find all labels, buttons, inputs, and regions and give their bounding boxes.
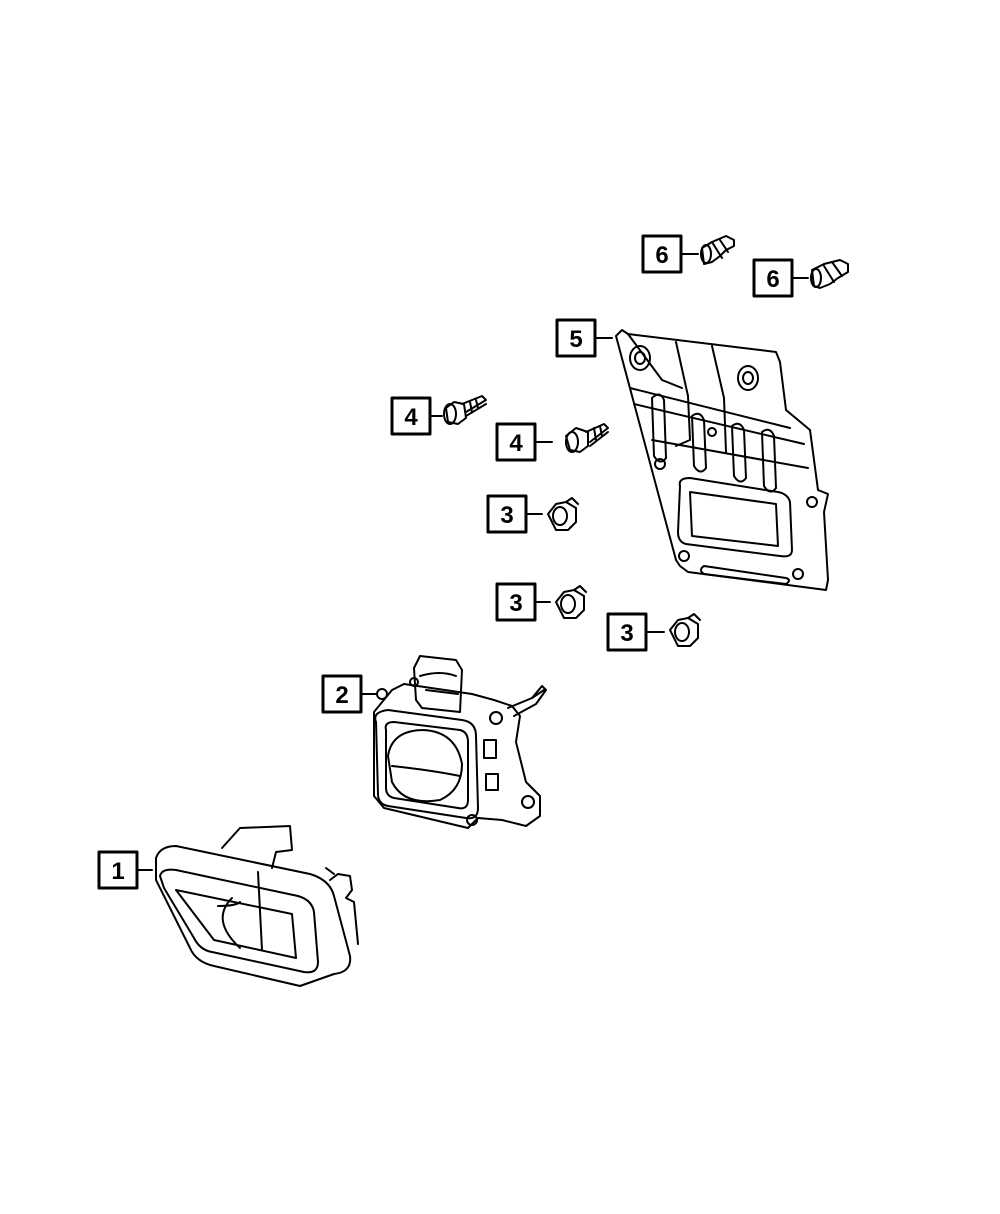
push-pin-retainer-part [700,235,735,265]
callout-5-box[interactable]: 5 [555,318,597,358]
callout-1-label: 1 [111,858,124,885]
callout-1-box[interactable]: 1 [97,850,139,890]
u-nut-part [669,613,701,647]
radar-sensor-module-part [373,655,547,829]
callout-3-label: 3 [500,502,513,529]
callout-5-label: 5 [569,326,582,353]
callout-4-box[interactable]: 4 [390,396,432,436]
callout-4-label: 4 [509,430,523,457]
callout-3-box[interactable]: 3 [606,612,648,652]
callout-3-box[interactable]: 3 [495,582,537,622]
callout-2-box[interactable]: 2 [321,674,363,714]
push-pin-retainer-part [810,259,849,289]
radar-bezel-part [155,825,359,987]
u-nut-part [547,497,579,531]
callout-6-box[interactable]: 6 [641,234,683,274]
callout-3-label: 3 [509,590,522,617]
callout-3-box[interactable]: 3 [486,494,528,534]
hex-bolt-part [443,395,487,425]
hex-bolt-part [565,423,609,453]
callout-3-label: 3 [620,620,633,647]
callout-6-label: 6 [766,266,779,293]
callout-6-label: 6 [655,242,668,269]
callout-4-box[interactable]: 4 [495,422,537,462]
callout-4-label: 4 [404,404,418,431]
u-nut-part [555,585,587,619]
mounting-bracket-part [615,329,829,591]
callout-2-label: 2 [335,682,348,709]
callout-6-box[interactable]: 6 [752,258,794,298]
